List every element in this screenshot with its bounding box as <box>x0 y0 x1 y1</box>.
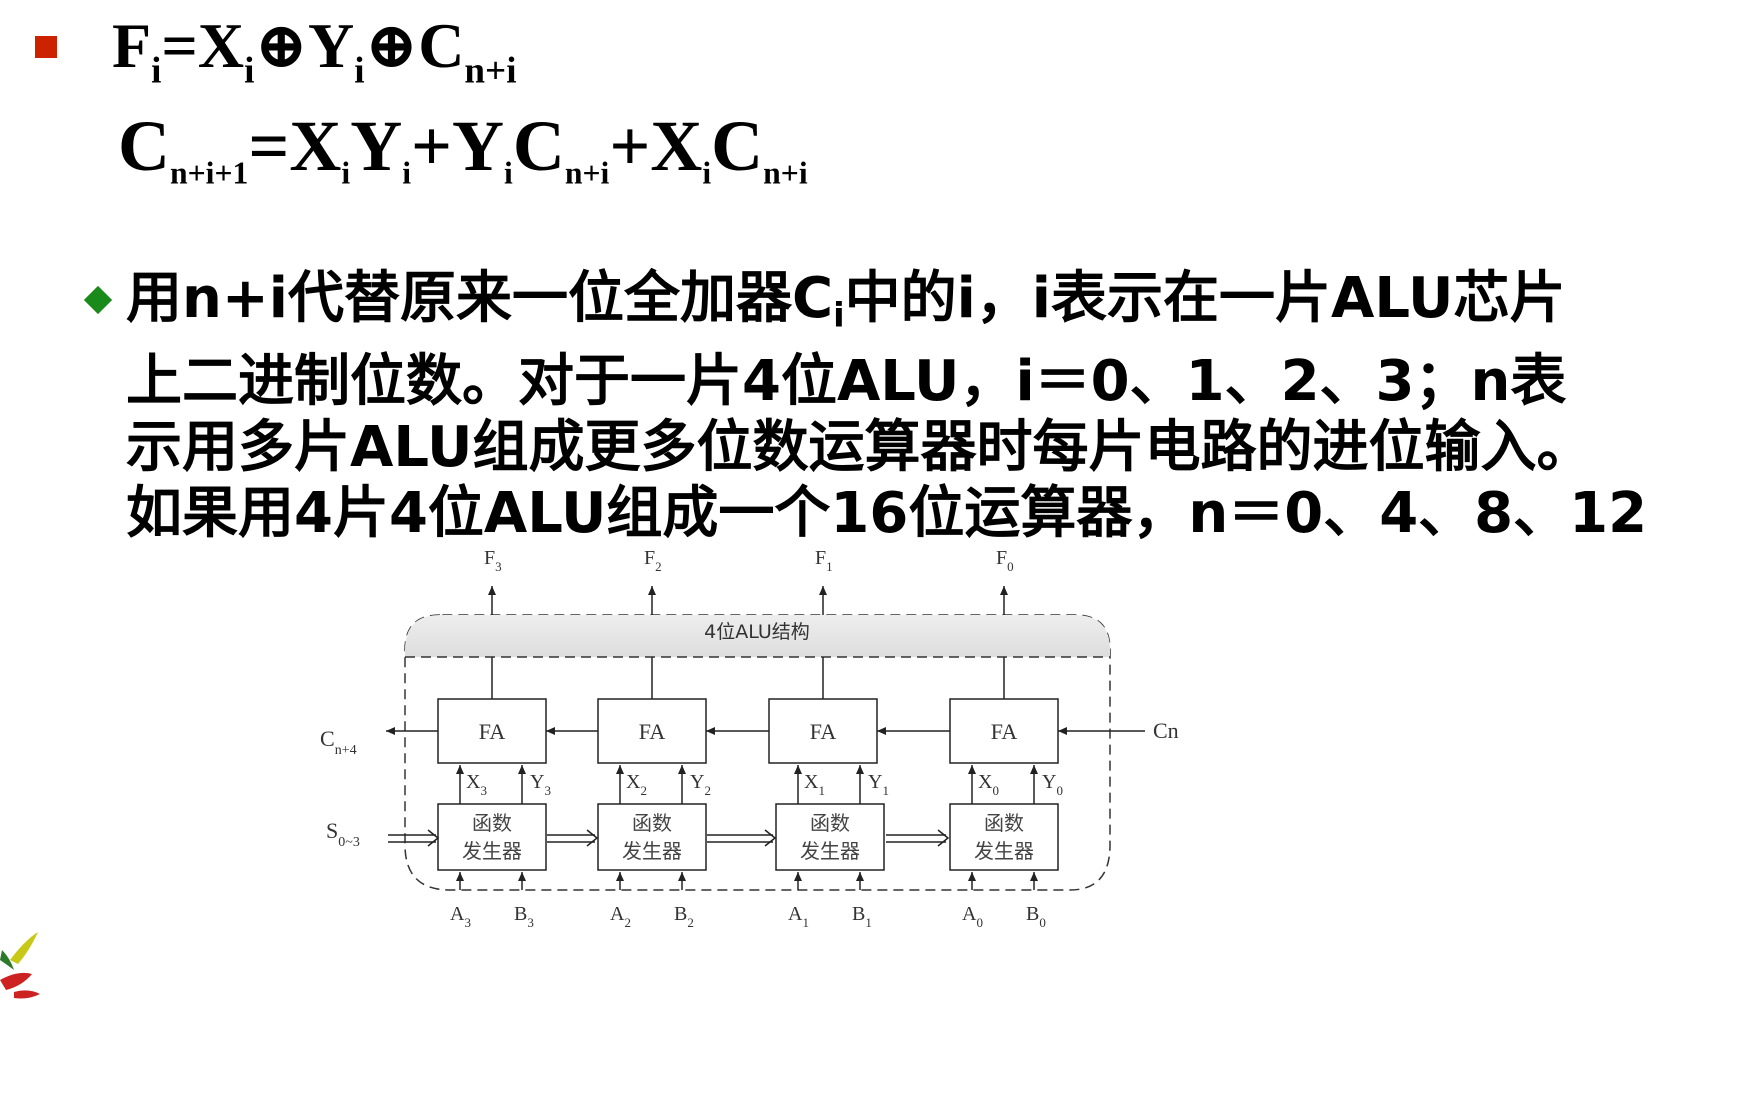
alu-title: 4位ALU结构 <box>704 621 810 643</box>
fa-label: FA <box>991 719 1018 744</box>
fa-label: FA <box>810 719 837 744</box>
b-input-label: B3 <box>514 903 534 930</box>
para-line-4: 如果用4片4位ALU组成一个16位运算器，n＝0、4、8、12 <box>126 481 1648 547</box>
f-output-label: F2 <box>644 547 662 574</box>
y-signal-label: Y2 <box>690 771 711 798</box>
f-output-label: F3 <box>484 547 502 574</box>
y-signal-label: Y1 <box>868 771 889 798</box>
f-output-label: F1 <box>815 547 833 574</box>
para-line-2: 上二进制位数。对于一片4位ALU，i＝0、1、2、3；n表 <box>126 349 1567 415</box>
para-line-1: 用n+i代替原来一位全加器Ci中的i，i表示在一片ALU芯片 <box>126 266 1566 336</box>
generator-label-1: 函数 <box>984 811 1024 835</box>
x-signal-label: X1 <box>804 771 825 798</box>
function-generator-box <box>597 803 707 871</box>
function-generator-box <box>775 803 885 871</box>
full-adder-box <box>768 698 878 764</box>
fa-label: FA <box>479 719 506 744</box>
bullet-square-icon <box>35 36 57 58</box>
x-signal-label: X2 <box>626 771 647 798</box>
select-label: S0~3 <box>326 818 360 850</box>
carry-out-label: Cn+4 <box>320 726 357 758</box>
fa-label: FA <box>639 719 666 744</box>
y-signal-label: Y0 <box>1042 771 1063 798</box>
b-input-label: B1 <box>852 903 872 930</box>
b-input-label: B0 <box>1026 903 1046 930</box>
generator-label-2: 发生器 <box>462 839 522 863</box>
x-signal-label: X0 <box>978 771 999 798</box>
function-generator-box <box>437 803 547 871</box>
a-input-label: A1 <box>788 903 809 930</box>
corner-logo-icon <box>0 932 40 999</box>
a-input-label: A3 <box>450 903 471 930</box>
carry-formula: Cn+i+1=XiYi+YiCn+i+XiCn+i <box>118 106 808 191</box>
sum-formula: Fi=Xi⊕Yi⊕Cn+i <box>112 10 517 92</box>
para-line-3: 示用多片ALU组成更多位数运算器时每片电路的进位输入。 <box>126 415 1593 481</box>
generator-label-1: 函数 <box>472 811 512 835</box>
f-output-label: F0 <box>996 547 1014 574</box>
generator-label-2: 发生器 <box>622 839 682 863</box>
generator-label-2: 发生器 <box>974 839 1034 863</box>
generator-label-2: 发生器 <box>800 839 860 863</box>
select-bus <box>388 829 950 847</box>
explanation-paragraph: 用n+i代替原来一位全加器Ci中的i，i表示在一片ALU芯片 上二进制位数。对于… <box>126 266 1726 547</box>
alu-header-band <box>405 615 1110 657</box>
y-signal-label: Y3 <box>530 771 551 798</box>
a-input-label: A2 <box>610 903 631 930</box>
generator-label-1: 函数 <box>632 811 672 835</box>
full-adder-box <box>437 698 547 764</box>
generator-label-1: 函数 <box>810 811 850 835</box>
full-adder-box <box>597 698 707 764</box>
diamond-bullet-icon <box>83 285 113 315</box>
function-generator-box <box>949 803 1059 871</box>
cn-label: Cn <box>1153 718 1179 743</box>
a-input-label: A0 <box>962 903 983 930</box>
x-signal-label: X3 <box>466 771 487 798</box>
b-input-label: B2 <box>674 903 694 930</box>
